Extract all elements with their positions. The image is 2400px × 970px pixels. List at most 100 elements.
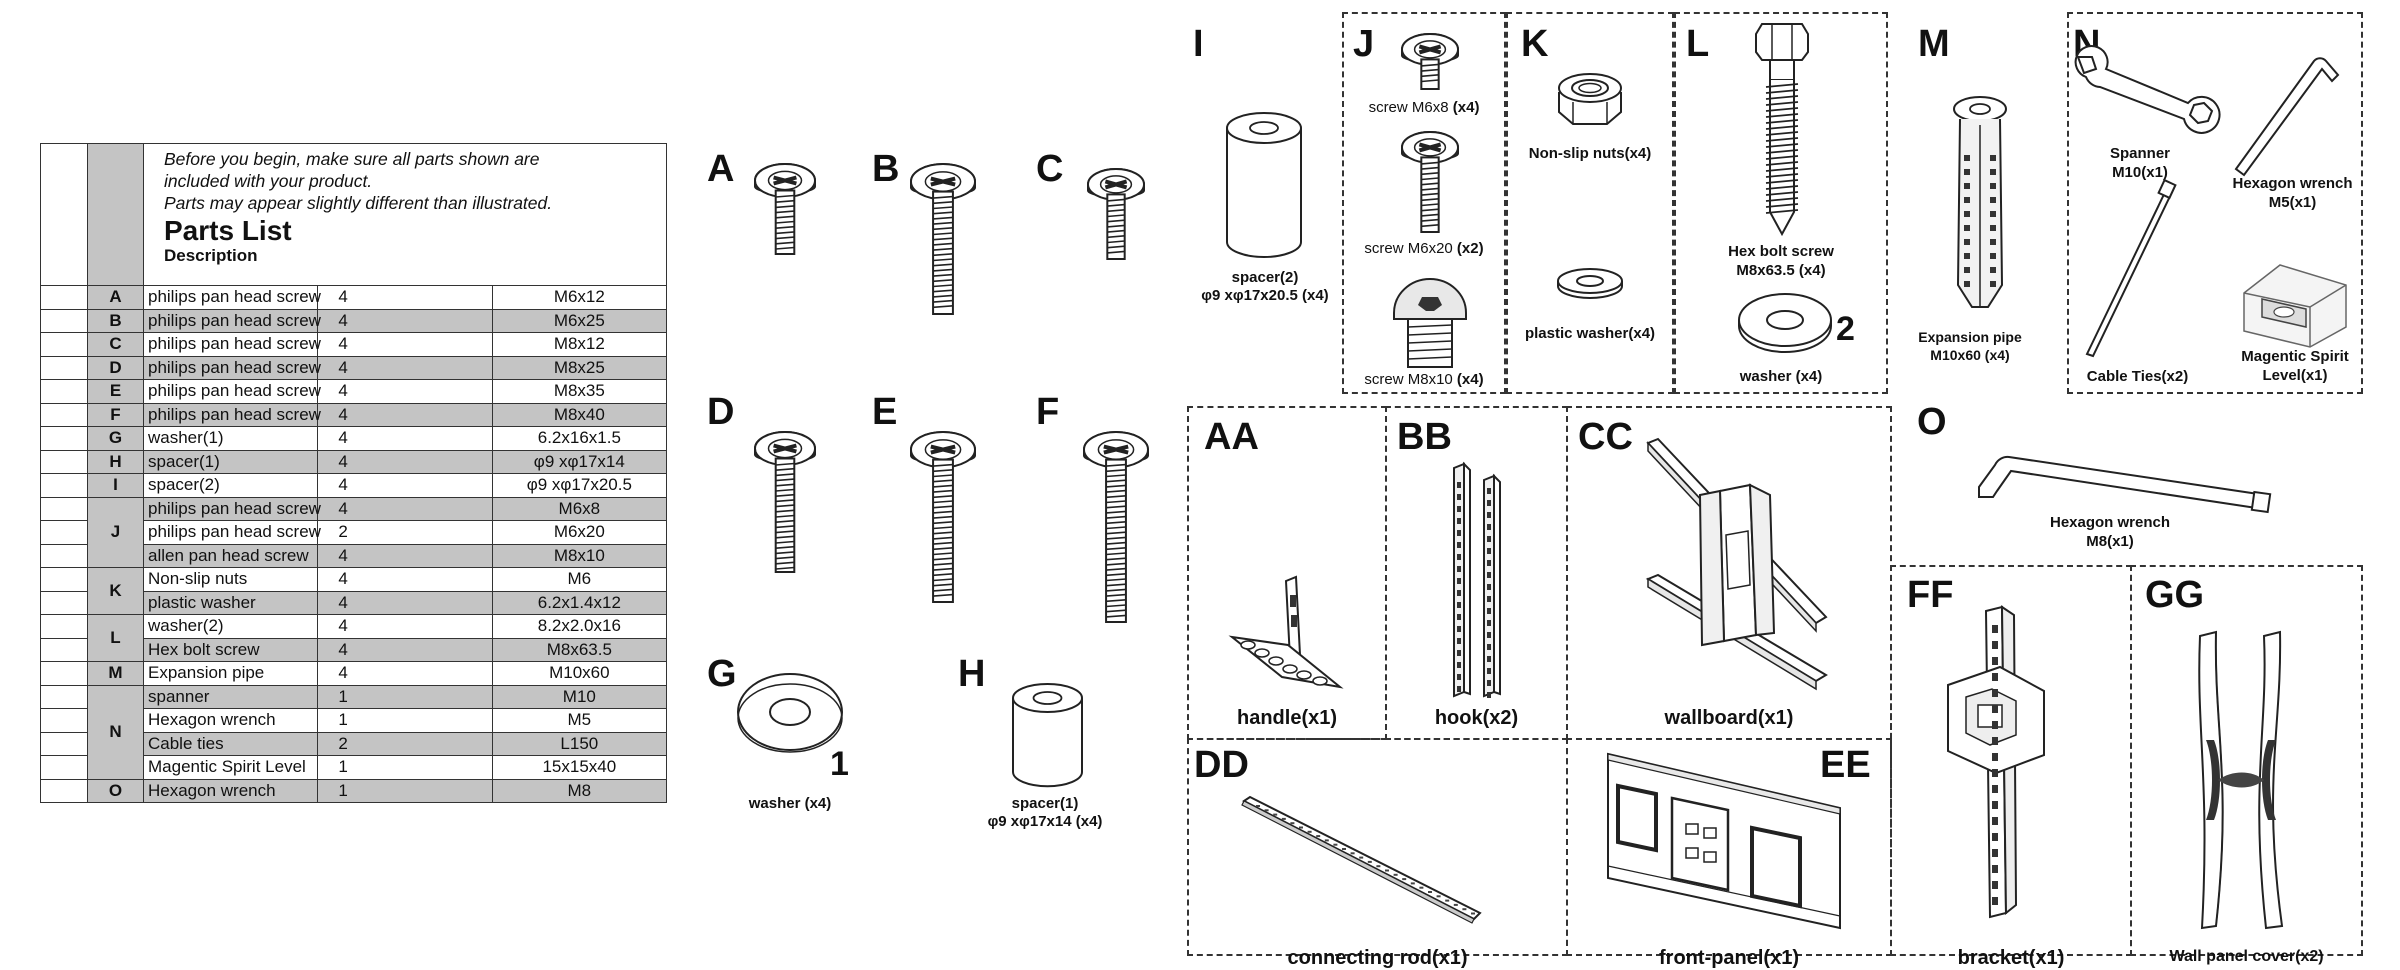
bracket-icon — [1947, 605, 2045, 919]
part-spec: M8x10 — [491, 543, 668, 568]
part-box-k — [1506, 12, 1674, 394]
parts-list-intro: Before you begin, make sure all parts sh… — [143, 143, 667, 286]
part-spec: M5 — [491, 708, 668, 733]
part-description: philips pan head screw — [142, 355, 321, 380]
part-quantity: 4 — [317, 285, 493, 310]
part-letter-c: C — [1036, 148, 1064, 190]
part-description: philips pan head screw — [142, 520, 321, 545]
part-quantity: 4 — [317, 637, 493, 662]
part-spec: φ9 xφ17x14 — [491, 449, 668, 474]
part-letter-ee: EE — [1820, 744, 1871, 786]
caption-m-1: Expansion pipe — [1918, 329, 2022, 345]
part-group-cell: I — [87, 473, 144, 498]
parts-list-header: Before you begin, make sure all parts sh… — [40, 143, 667, 286]
part-quantity: 4 — [317, 426, 493, 451]
part-group-cell: C — [87, 332, 144, 357]
part-spec: φ9 xφ17x20.5 — [491, 473, 668, 498]
part-quantity: 4 — [317, 496, 493, 521]
part-description: washer(1) — [142, 426, 319, 451]
caption-j-1: screw M6x8 (x4) — [1368, 99, 1480, 116]
part-group-cell: E — [87, 379, 144, 404]
part-description: Hex bolt screw — [142, 637, 319, 662]
part-group-cell: O — [87, 778, 144, 803]
part-letter-o: O — [1917, 401, 1947, 443]
part-letter-ff: FF — [1907, 574, 1954, 616]
washer-number-2: 2 — [1836, 310, 1855, 348]
part-spec: M6x25 — [491, 308, 668, 333]
part-letter-b: B — [872, 148, 900, 190]
caption-n-2: M10(x1) — [2112, 164, 2168, 181]
caption-j-3: screw M8x10 (x4) — [1364, 371, 1484, 388]
part-quantity: 4 — [317, 402, 493, 427]
part-letter-cc: CC — [1578, 416, 1633, 458]
intro-line-1: Before you begin, make sure all parts sh… — [164, 149, 540, 169]
hexagon-wrench-m8-icon — [1978, 455, 2272, 514]
part-spec: M8x63.5 — [491, 637, 668, 662]
part-quantity: 2 — [317, 731, 493, 756]
part-quantity: 4 — [317, 379, 493, 404]
part-description: Hexagon wrench — [142, 778, 319, 803]
caption-bb: hook(x2) — [1434, 707, 1519, 729]
part-letter-bb: BB — [1397, 416, 1452, 458]
part-box-n — [2067, 12, 2363, 394]
part-spec: 8.2x2.0x16 — [491, 614, 668, 639]
screw-d-icon — [754, 431, 816, 573]
caption-dd: connecting rod(x1) — [1287, 947, 1468, 969]
intro-line-3: Parts may appear slightly different than… — [164, 193, 553, 213]
caption-n-5: Cable Ties(x2) — [2086, 368, 2189, 385]
caption-ee: front-panel(x1) — [1659, 947, 1799, 969]
hook-icon — [1453, 461, 1501, 698]
part-description: Magentic Spirit Level — [142, 755, 319, 780]
part-description: plastic washer — [142, 590, 319, 615]
part-letter-m: M — [1918, 23, 1950, 65]
plastic-washer-k-icon — [1557, 268, 1623, 299]
part-description: Non-slip nuts — [142, 567, 319, 592]
part-spec: M8 — [491, 778, 668, 803]
spirit-level-icon — [2243, 264, 2347, 348]
part-letter-d: D — [707, 391, 735, 433]
caption-m-2: M10x60 (x4) — [1930, 347, 2010, 363]
part-letter-f: F — [1036, 391, 1060, 433]
part-group-cell: D — [87, 355, 144, 380]
part-description: allen pan head screw — [142, 543, 319, 568]
part-quantity: 4 — [317, 449, 493, 474]
part-group-cell: G — [87, 426, 144, 451]
part-description: philips pan head screw — [142, 496, 321, 521]
part-letter-j: J — [1353, 23, 1375, 65]
part-letter-g: G — [707, 653, 737, 695]
part-spec: L150 — [491, 731, 668, 756]
part-quantity: 4 — [317, 332, 493, 357]
spacer-i-icon — [1226, 112, 1302, 258]
part-quantity: 4 — [317, 590, 493, 615]
part-description: spacer(2) — [142, 473, 319, 498]
intro-line-2: included with your product. — [164, 171, 373, 191]
part-spec: M6 — [491, 567, 668, 592]
caption-cc: wallboard(x1) — [1664, 707, 1794, 729]
cable-ties-icon — [2085, 178, 2177, 358]
caption-h-1: spacer(1) — [1011, 795, 1079, 812]
screw-j1-icon — [1401, 33, 1459, 90]
part-group-cell: M — [87, 661, 144, 686]
part-description: philips pan head screw — [142, 308, 321, 333]
part-spec: M6x20 — [491, 520, 668, 545]
handle-icon — [1228, 575, 1344, 689]
screw-j2-icon — [1401, 131, 1459, 233]
part-description: Expansion pipe — [142, 661, 319, 686]
part-description: spacer(1) — [142, 449, 319, 474]
part-quantity: 4 — [317, 473, 493, 498]
part-spec: M10 — [491, 684, 668, 709]
